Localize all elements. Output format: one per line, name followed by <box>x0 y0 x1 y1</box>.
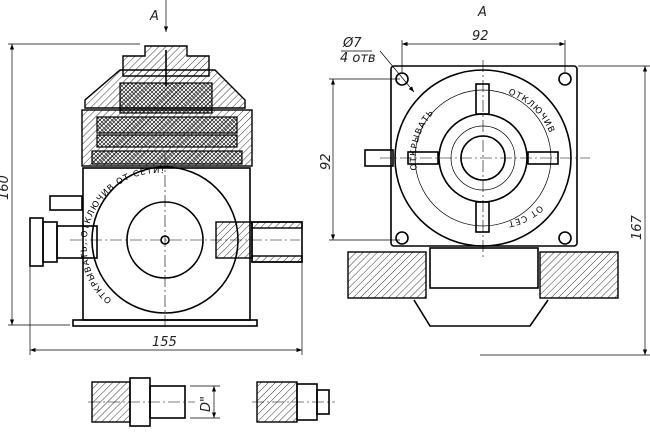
cable-gland-right <box>539 251 619 299</box>
label-left: ОТКРЫВАТЬ <box>409 108 436 171</box>
width-dim: 155 <box>152 335 177 350</box>
front-view: A ОТКРЫВАТЬ, ОТКЛЮЧИВ ОТ СЕТИ! 160 <box>0 0 303 355</box>
ground-bolt <box>49 195 83 211</box>
gland-nut <box>29 217 44 267</box>
view-marker: A <box>149 9 159 24</box>
cable-gland-left <box>347 251 427 299</box>
view-title: A <box>477 5 487 20</box>
height-dim: 160 <box>0 175 12 200</box>
terminal-block <box>96 116 238 134</box>
dia-label: D" <box>199 396 214 412</box>
overall-dim: 167 <box>630 214 645 240</box>
width-dim: 92 <box>472 29 489 44</box>
terminal-block-3 <box>91 150 243 165</box>
terminal-block-2 <box>96 134 238 148</box>
hole-dia: Ø7 <box>342 36 362 51</box>
mount-hole <box>558 231 572 245</box>
top-view: A ОТКРЫВАТЬ ОТКЛЮЧИВ ОТ СЕТИ 92 Ø7 4 отв <box>0 0 650 356</box>
ground-bolt <box>364 149 394 167</box>
mount-hole <box>395 231 409 245</box>
body <box>429 247 539 289</box>
chain-loop <box>413 299 549 327</box>
gland-details: D" <box>88 377 335 427</box>
height-dim: 92 <box>319 153 334 170</box>
insert <box>119 82 213 114</box>
cable-gland-right <box>215 221 253 259</box>
hole-count: 4 отв <box>340 51 376 66</box>
cable-gland-left <box>56 225 98 259</box>
mount-hole <box>558 72 572 86</box>
